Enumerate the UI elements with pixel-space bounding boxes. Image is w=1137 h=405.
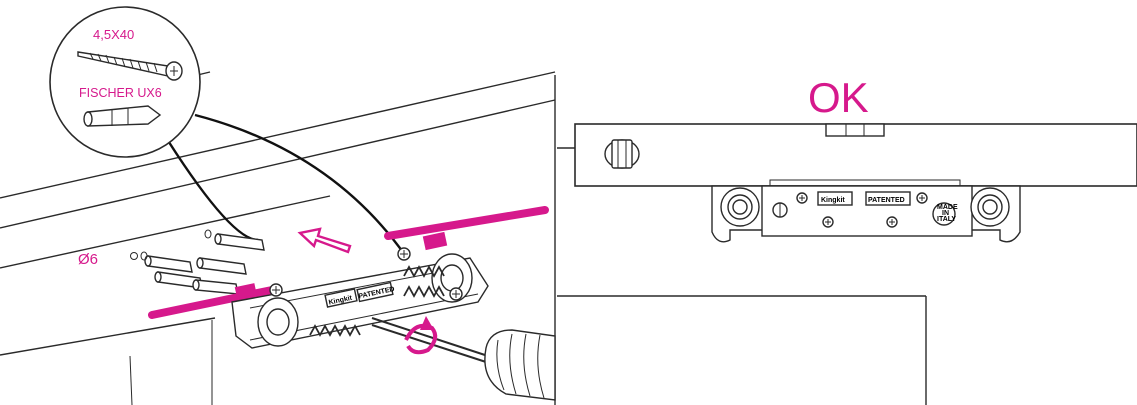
screwdriver-icon: [371, 317, 556, 401]
origin-seal-icon: [932, 202, 956, 226]
level-bubble-lower: [234, 283, 258, 301]
origin-mark-line1: MADE: [937, 204, 958, 211]
origin-mark-line2: IN: [942, 210, 949, 217]
left-panel: 4,5X40 FISCHER UX6: [0, 6, 556, 405]
status-ok-label: OK: [808, 74, 869, 121]
hanging-bracket-perspective: Kingkit PATENTED: [231, 247, 489, 349]
patent-mark-front: PATENTED: [868, 197, 905, 204]
rotate-arrowhead-icon: [420, 316, 434, 330]
hole-diameter-label: Ø6: [78, 251, 98, 268]
right-panel: OK: [557, 74, 1137, 405]
level-bubble-upper: [422, 231, 448, 251]
wall-plug-icon: [83, 105, 162, 127]
origin-mark-line3: ITALY: [937, 216, 956, 223]
anchor-type-label: FISCHER UX6: [79, 86, 162, 100]
screw-size-label: 4,5X40: [93, 27, 134, 42]
wall-plugs-group: [140, 229, 265, 295]
screw-icon: [77, 51, 183, 81]
cabinet-outline: [557, 295, 927, 405]
hanging-bracket-front: Kingkit PATENTED MADE IN ITALY: [711, 179, 1021, 243]
brand-mark-front: Kingkit: [821, 197, 845, 204]
brand-mark-perspective: Kingkit: [328, 295, 353, 307]
fastener-callout: 4,5X40 FISCHER UX6: [49, 6, 406, 256]
hole-circle: [130, 252, 138, 260]
spirit-level: [557, 123, 1137, 187]
insert-direction-arrow-icon: [297, 227, 352, 254]
rotate-arrow-icon: [404, 323, 438, 355]
level-vial-top-icon: [825, 123, 885, 137]
level-bar-upper: [384, 206, 549, 240]
wall-outline: [0, 71, 556, 405]
